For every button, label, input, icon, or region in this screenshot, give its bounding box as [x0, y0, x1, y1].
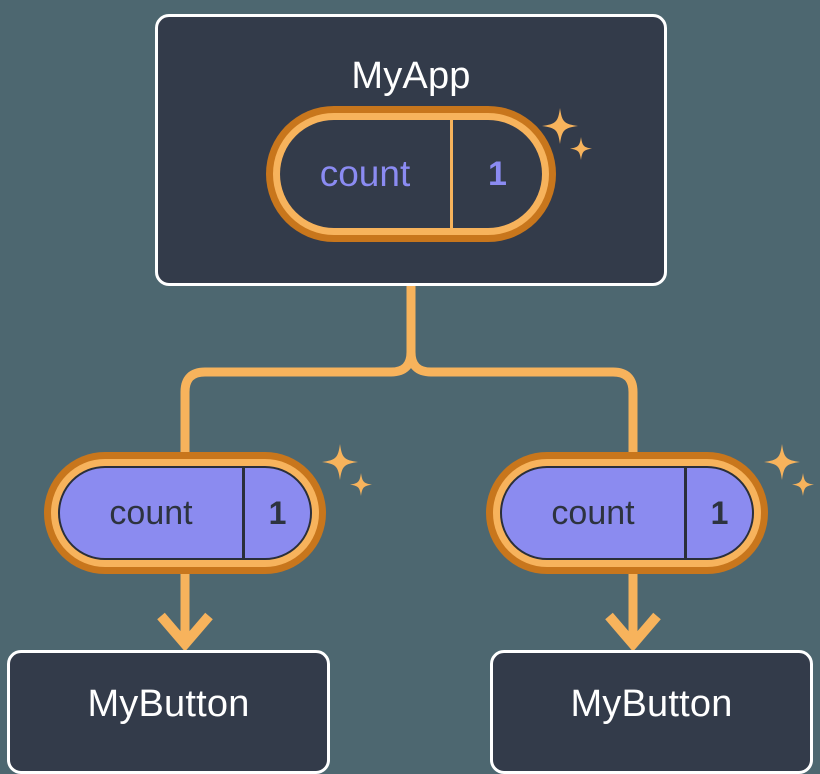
- state-pill-left[interactable]: count 1: [44, 452, 326, 574]
- component-label: MyButton: [87, 683, 250, 725]
- connector-to-left-branch: [180, 351, 416, 455]
- arrow-down-icon-left-head: [157, 612, 213, 652]
- sparkle-icon-right: [764, 444, 814, 496]
- state-pill-right[interactable]: count 1: [486, 452, 768, 574]
- state-key-label: count: [502, 468, 687, 558]
- component-card-mybutton-right[interactable]: MyButton: [490, 650, 813, 774]
- sparkle-icon-small: [350, 473, 372, 496]
- pill-face: count 1: [58, 466, 312, 560]
- sparkle-icon-large: [764, 444, 800, 480]
- sparkle-icon-large: [322, 444, 358, 480]
- component-label: MyButton: [570, 683, 733, 725]
- state-value-label: 1: [710, 494, 729, 531]
- state-value-label: 1: [488, 154, 507, 193]
- page-title: MyApp: [351, 55, 471, 97]
- pill-inner-ring: count 1: [493, 459, 761, 567]
- sparkle-icon-small: [792, 473, 814, 496]
- pill-inner-ring: count 1: [51, 459, 319, 567]
- pill-face: count 1: [280, 120, 542, 228]
- pill-inner-ring: count 1: [273, 113, 549, 235]
- state-value-label: 1: [268, 494, 287, 531]
- pill-outer-ring: count 1: [486, 452, 768, 574]
- pill-outer-ring: count 1: [266, 106, 556, 242]
- pill-outer-ring: count 1: [44, 452, 326, 574]
- pill-face: count 1: [500, 466, 754, 560]
- component-card-mybutton-left[interactable]: MyButton: [7, 650, 330, 774]
- state-key-label: count: [60, 468, 245, 558]
- connector-to-right-branch: [406, 351, 638, 455]
- state-pill-root[interactable]: count 1: [266, 106, 556, 242]
- arrow-down-icon-right-head: [605, 612, 661, 652]
- state-key-label: count: [280, 120, 453, 228]
- sparkle-icon-left: [322, 444, 372, 496]
